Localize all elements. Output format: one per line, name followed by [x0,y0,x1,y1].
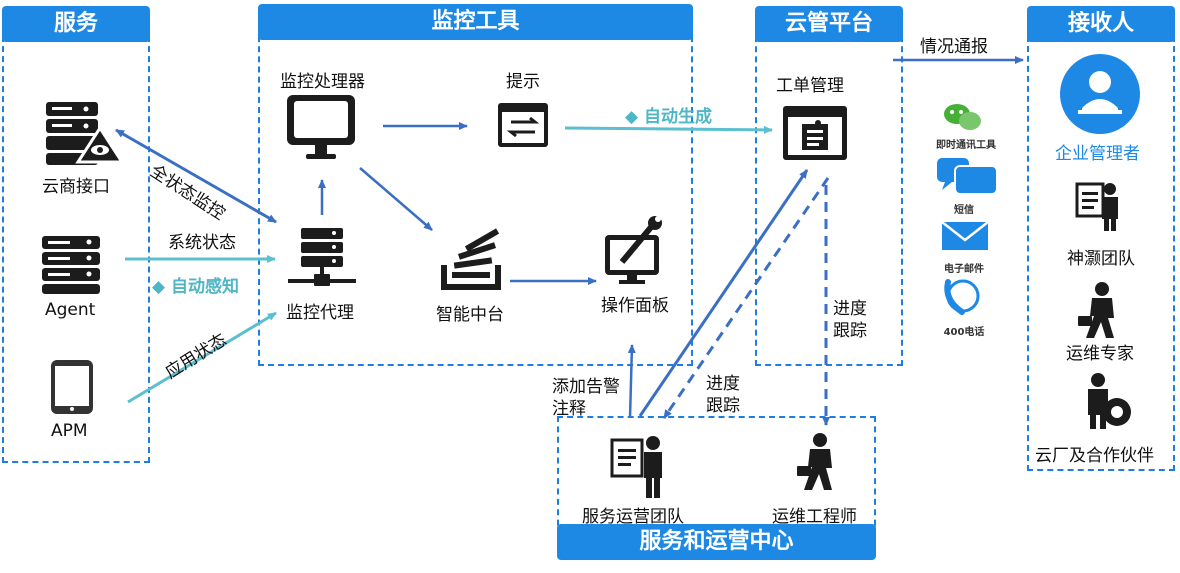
arrow-processor-to-smart [359,167,433,231]
cloud-platform-header: 云管平台 [755,6,903,42]
edge-add-alert-1-label: 添加告警 [552,377,620,397]
shenhao-team-label: 神灏团队 [1067,249,1135,269]
edge-add-alert-2-label: 注释 [552,399,586,419]
cloud-api-label: 云商接口 [42,177,110,197]
ops-center-header: 服务和运营中心 [557,524,876,560]
ops-expert-label: 运维专家 [1066,344,1134,364]
arrow-full-monitor [115,128,277,224]
edge-system-status-label: 系统状态 [168,233,236,253]
edge-auto-generate-label: ◆ 自动生成 [625,107,712,127]
arrow-progress-to-team [662,177,830,419]
shenhao-team-icon [1075,182,1118,231]
edge-auto-perceive-label: ◆ 自动感知 [152,277,239,297]
service-team-icon [610,436,662,498]
im-icon [944,104,981,130]
service-header: 服务 [2,6,150,42]
apm-label: APM [51,421,88,441]
cloud-api-server-icon [46,102,125,165]
edge-notify-label: 情况通报 [920,37,988,57]
smart-platform-icon [441,228,501,290]
monitor-tools-header: 监控工具 [258,4,693,40]
agent-server-icon [42,236,100,294]
edge-progress-4-label: 跟踪 [706,396,740,416]
ops-engineer-label: 运维工程师 [772,507,857,527]
arrow-team-to-work-order [638,169,809,417]
operation-panel-icon [605,216,662,284]
prompt-label: 提示 [506,72,540,92]
edge-progress-2-label: 跟踪 [833,321,867,341]
arrow-app-status [127,311,277,404]
edge-progress-3-label: 进度 [706,374,740,394]
ops-engineer-icon [797,433,832,490]
partners-label: 云厂及合作伙伴 [1035,446,1154,466]
email-icon [941,221,989,250]
enterprise-admin-label: 企业管理者 [1055,144,1140,164]
edge-progress-1-label: 进度 [833,299,867,319]
phone-label: 400电话 [943,327,985,338]
monitor-proxy-icon [288,228,356,286]
arrow-add-alert [627,344,636,419]
sms-label: 短信 [954,205,974,216]
monitor-processor-icon [287,95,355,159]
agent-label: Agent [45,300,96,320]
prompt-window-icon [498,103,548,147]
receivers-header: 接收人 [1027,6,1175,42]
enterprise-admin-icon [1060,54,1140,134]
arrow-auto-generate [564,125,773,134]
phone-icon [944,279,980,315]
auto-perceive-text: 自动感知 [171,277,239,297]
proxy-label: 监控代理 [286,303,354,323]
email-label: 电子邮件 [944,264,984,275]
im-label: 即时通讯工具 [936,140,996,151]
operation-panel-label: 操作面板 [601,296,669,316]
smart-platform-label: 智能中台 [436,305,504,325]
sms-icon [937,158,998,195]
work-order-icon [783,106,847,160]
ops-expert-icon [1078,282,1114,338]
processor-label: 监控处理器 [280,72,365,92]
auto-generate-text: 自动生成 [644,107,712,127]
work-order-label: 工单管理 [776,76,844,96]
service-team-label: 服务运营团队 [582,507,684,527]
apm-tablet-icon [51,360,93,414]
partners-icon [1088,373,1131,429]
